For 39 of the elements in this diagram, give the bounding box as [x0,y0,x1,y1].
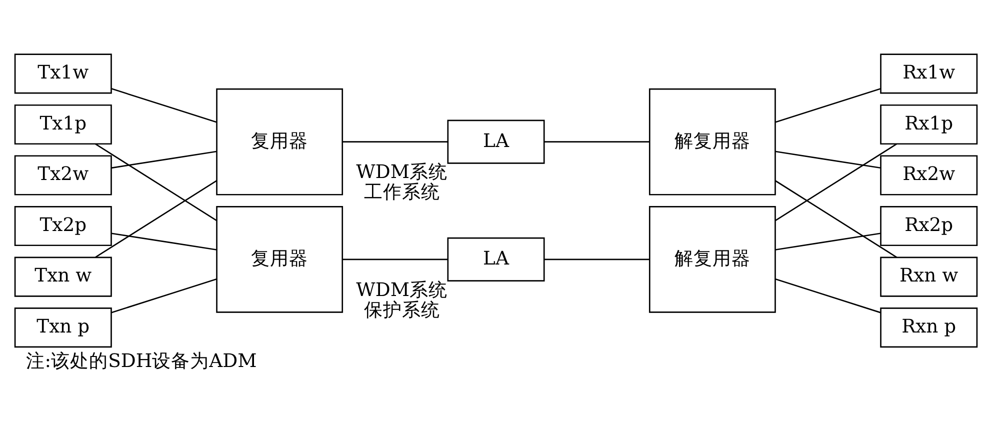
connector [775,232,880,250]
node-box: Tx2p [14,205,112,246]
node-box: 解复用器 [648,205,776,312]
connector [775,150,880,168]
node-box: Rx1w [880,53,978,94]
connector [110,278,216,313]
node-label: WDM系统 [356,279,447,300]
node-box: Rx2w [880,154,978,195]
node-box: 解复用器 [648,88,776,195]
connector [110,150,216,168]
connector [774,142,897,220]
node-box: Tx2w [14,154,112,195]
node-box: Txn p [14,307,112,348]
node-box: Tx1p [14,104,112,144]
connector [110,88,216,122]
node-box: Tx1w [14,53,112,94]
node-label: 保护系统 [363,299,440,320]
connector [342,258,448,260]
connector [774,88,880,122]
node-box: Rx1p [880,104,978,144]
node-box: 复用器 [216,205,343,312]
connector [342,140,448,142]
node-box: LA [446,236,544,281]
node-box: Rxn p [880,307,978,348]
node-box: LA [446,119,544,164]
connector [94,143,216,221]
node-box: 复用器 [216,88,343,195]
connector [544,258,649,260]
connector [774,180,897,258]
connector [110,232,216,250]
node-label: WDM系统 [356,162,447,183]
node-box: Rx2p [880,205,978,246]
node-box: Txn w [14,256,112,296]
connector [544,140,649,142]
connector [94,180,216,258]
connector [774,278,880,313]
node-box: Rxn w [880,256,978,296]
caption: 注:该处的SDH设备为ADM [25,350,256,372]
node-label: 工作系统 [363,182,440,203]
